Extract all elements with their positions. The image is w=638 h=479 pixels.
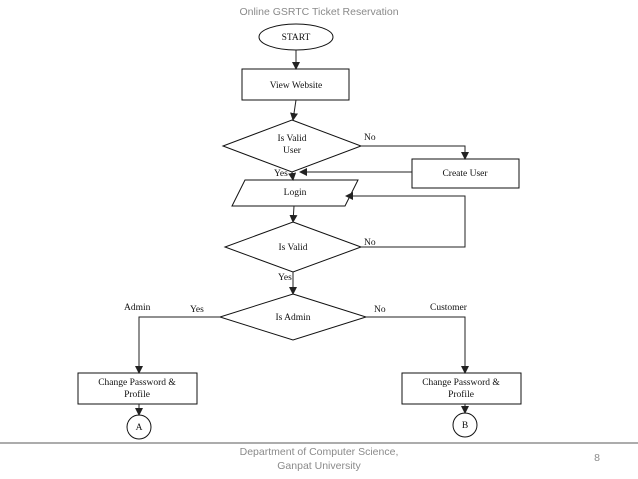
edge-is-valid-user-no-to-create-user	[361, 145, 469, 160]
edge-is-admin-no-to-customer-profile	[366, 316, 469, 374]
customer-role-label: Customer	[430, 303, 468, 313]
footer-university: Ganpat University	[277, 460, 361, 472]
footer-department: Department of Computer Science,	[240, 446, 399, 458]
page-number: 8	[594, 452, 600, 464]
valid-user-no-label: No	[364, 133, 376, 143]
connector-a-label: A	[136, 423, 143, 433]
is-valid-user-label-line1: Is Valid	[277, 134, 306, 144]
admin-role-label: Admin	[124, 303, 151, 313]
admin-yes-label: Yes	[190, 305, 204, 315]
login-label: Login	[284, 188, 307, 198]
valid-user-yes-label: Yes	[274, 169, 288, 179]
edge-view-website-to-is-valid-user	[290, 99, 298, 121]
is-valid-user-label-line2: User	[283, 146, 302, 156]
edge-login-to-is-valid	[289, 205, 298, 223]
admin-no-label: No	[374, 305, 386, 315]
edge-is-valid-user-yes-to-login	[288, 171, 297, 181]
view-website-label: View Website	[270, 81, 323, 91]
change-password-admin-label-line2: Profile	[124, 389, 150, 400]
is-admin-decision	[218, 293, 368, 341]
login-node	[231, 179, 359, 207]
edge-is-valid-no-to-login	[345, 192, 466, 248]
change-password-customer-label-line2: Profile	[448, 389, 474, 400]
change-password-admin-label-line1: Change Password &	[98, 378, 176, 388]
change-password-customer-label-line1: Change Password &	[422, 378, 500, 388]
valid-no-label: No	[364, 238, 376, 248]
slide-title: Online GSRTC Ticket Reservation	[239, 6, 398, 18]
connector-b-label: B	[462, 421, 468, 431]
start-label: START	[282, 33, 311, 43]
valid-yes-label: Yes	[278, 273, 292, 283]
view-website-node	[241, 68, 350, 101]
is-admin-label: Is Admin	[275, 313, 310, 323]
is-valid-label: Is Valid	[278, 243, 307, 253]
edge-is-admin-yes-to-admin-profile	[135, 316, 220, 374]
create-user-label: Create User	[442, 169, 488, 179]
